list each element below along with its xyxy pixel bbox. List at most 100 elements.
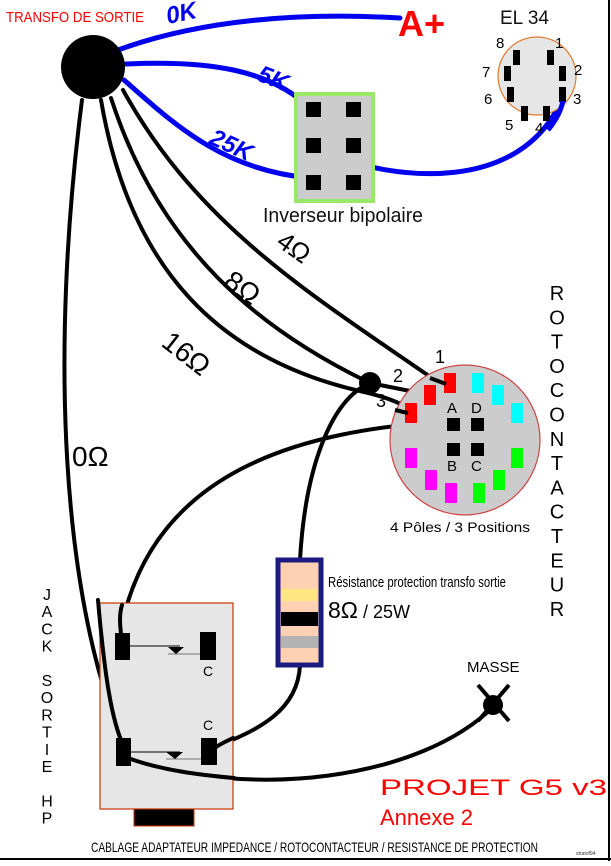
jack-vertical-letter: P	[42, 811, 53, 828]
jack-vertical-letter: E	[42, 759, 53, 776]
frame-border-right	[608, 0, 610, 861]
rotary-contact-cyan	[472, 373, 484, 393]
lead-pos1	[429, 376, 447, 386]
frame-border-bottom	[0, 858, 611, 860]
rotary-pole-c	[471, 443, 484, 456]
tube-pin-5	[521, 106, 528, 121]
tube-pin-label-5: 5	[505, 117, 513, 134]
rotary-contact-magenta	[445, 483, 457, 503]
tube-pin-1	[547, 50, 554, 65]
wire-junction-to-resistor	[298, 381, 372, 562]
signature: stratof94	[576, 851, 596, 857]
jack-vertical-letter: S	[42, 673, 53, 690]
ground-label: MASSE	[467, 659, 520, 676]
tube-pin-2	[559, 66, 566, 81]
rotary-vertical-letter: O	[549, 356, 565, 378]
switch-pin	[306, 175, 321, 190]
rotary-contact-green	[473, 483, 485, 503]
wire-masse-overlay	[126, 756, 236, 780]
el34-tube: EL 34 1 2 3 4 5 6 7 8	[482, 8, 582, 137]
rotary-contact-magenta	[425, 470, 437, 490]
rotary-vertical-letter: N	[550, 429, 564, 451]
jack-vertical-letter: H	[41, 793, 53, 810]
jack-vertical-letter: A	[42, 604, 53, 621]
jack-vertical-letter: K	[42, 639, 53, 656]
tube-pin-4	[543, 106, 550, 121]
jack-contact-label: C	[203, 717, 213, 733]
rotary-vertical-letter: U	[550, 575, 564, 597]
wire-0ohm-overlay	[96, 598, 125, 747]
transformer-node	[61, 35, 125, 99]
tube-pin-3	[559, 87, 566, 102]
rotary-pole-b	[447, 443, 460, 456]
tube-pin-label-7: 7	[482, 64, 490, 81]
wire-25k	[121, 77, 313, 181]
tube-pin-label-8: 8	[496, 35, 504, 52]
tap-label-4ohm: 4Ω	[272, 225, 317, 269]
position-label-1: 1	[435, 347, 445, 367]
jack-vertical-letter: O	[41, 690, 53, 707]
rotary-vertical-letter: C	[550, 502, 564, 524]
rotary-body	[389, 364, 541, 516]
pole-label-d: D	[471, 400, 482, 417]
protection-resistor: Résistance protection transfo sortie 8Ω …	[275, 557, 506, 668]
bipolar-switch: Inverseur bipolaire	[263, 92, 423, 227]
resistor-power: / 25W	[358, 602, 410, 622]
switch-pin	[306, 102, 321, 117]
wire-8ohm	[109, 96, 372, 385]
ground-dot	[483, 695, 503, 715]
jack-plug	[133, 808, 195, 827]
position-label-3: 3	[376, 391, 386, 411]
rotary-vertical-letter: A	[550, 477, 564, 499]
wire-to-pin-3	[546, 100, 566, 132]
jack-contact-label: C	[203, 663, 213, 679]
anode-label: A+	[398, 3, 445, 44]
resistor-ohms: 8Ω	[328, 597, 358, 623]
transformer-label: TRANSFO DE SORTIE	[6, 9, 144, 26]
lead-pos3	[394, 408, 409, 415]
caption: CABLAGE ADAPTATEUR IMPEDANCE / ROTOCONTA…	[91, 839, 538, 855]
rotary-contact-1	[444, 373, 456, 393]
jack-vertical-letter: R	[41, 707, 53, 724]
tap-label-25k: 25K	[205, 124, 259, 168]
jack-lug-bottom-right	[201, 738, 217, 765]
rotary-vertical-letter: T	[551, 453, 563, 475]
rotary-pole-a	[447, 418, 460, 431]
rotary-vertical-letter: T	[551, 526, 563, 548]
pole-label-b: B	[447, 458, 457, 475]
rotary-vertical-letter: C	[550, 380, 564, 402]
rotary-contact-3	[405, 403, 417, 423]
wire-pole-a-to-jack	[118, 419, 454, 636]
rotary-contact-magenta	[405, 448, 417, 468]
black-wires	[62, 88, 496, 782]
tap-label-8ohm: 8Ω	[219, 265, 267, 311]
rotary-switch: A B C D 1 2 3 4 Pôles / 3 Positions	[376, 347, 541, 535]
jack-vertical-letter: T	[42, 725, 52, 742]
resistor-band-gray	[281, 636, 318, 648]
rotary-pole-d	[471, 418, 484, 431]
project-subtitle: Annexe 2	[380, 805, 473, 830]
position-label-2: 2	[393, 366, 403, 386]
tap-label-0k: 0K	[164, 0, 201, 30]
tap-label-0ohm: 0Ω	[72, 441, 109, 472]
resistor-value: 8Ω / 25W	[328, 597, 410, 623]
ground-node: MASSE	[467, 659, 520, 723]
wire-resistor-overlay	[213, 736, 235, 750]
rotary-contact-green	[511, 448, 523, 468]
tube-pin-6	[507, 87, 514, 102]
jack-lug-top-right	[200, 632, 216, 660]
switch-pin	[306, 138, 321, 153]
jack-vertical-letter: C	[41, 621, 53, 638]
tube-pin-label-6: 6	[484, 91, 492, 108]
rotary-vertical-letter: O	[549, 307, 565, 329]
resistor-label: Résistance protection transfo sortie	[328, 574, 506, 591]
rotary-contact-cyan	[492, 385, 504, 405]
rotary-vertical-letter: E	[550, 550, 563, 572]
tube-pin-label-1: 1	[555, 35, 563, 52]
switch-pin	[346, 102, 361, 117]
project-title: PROJET G5 v3	[380, 775, 607, 800]
wire-pole-a-overlay	[118, 603, 124, 636]
tube-pin-7	[504, 66, 511, 81]
rotary-vertical-letter: R	[550, 283, 564, 305]
